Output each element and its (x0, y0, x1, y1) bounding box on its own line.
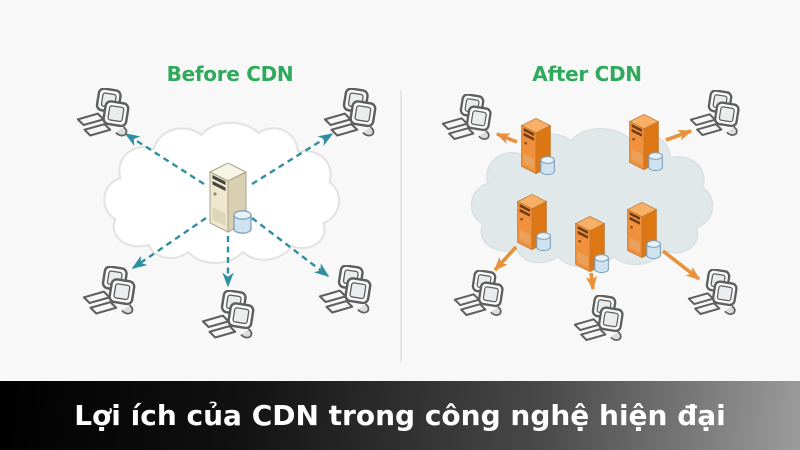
edge-server-icon-5 (627, 201, 661, 260)
client-workstation-icon-before-4 (201, 290, 256, 339)
before-cdn-panel (76, 88, 378, 339)
origin-server-icon (209, 162, 252, 234)
solid-arrow-top-right (665, 129, 693, 142)
after-cdn-panel (441, 90, 741, 342)
dashed-arrow-top-right (251, 132, 334, 186)
solid-arrow-top-left (495, 132, 518, 144)
edge-server-icon-3 (517, 193, 551, 252)
before-cdn-title: Before CDN (166, 62, 294, 86)
solid-arrow-bottom-left (493, 245, 518, 272)
solid-arrow-bottom-right (661, 249, 701, 281)
edge-server-icon-4 (575, 215, 609, 274)
client-workstation-icon-after-1 (441, 94, 493, 141)
dashed-arrow-top-left (124, 132, 205, 186)
client-workstation-icon-before-1 (76, 88, 131, 137)
client-workstation-icon-after-3 (453, 270, 505, 317)
delivery-arrows-after (493, 129, 701, 291)
caption-text: Lợi ích của CDN trong công nghệ hiện đại (74, 399, 726, 432)
request-arrows-before (124, 132, 334, 288)
caption-banner: Lợi ích của CDN trong công nghệ hiện đại (0, 381, 800, 450)
dashed-arrow-bottom-left (131, 217, 207, 269)
client-workstation-icon-after-2 (689, 90, 741, 137)
dashed-arrow-bottom-right (251, 217, 330, 277)
edge-server-icon-2 (629, 113, 663, 172)
client-workstation-icon-before-5 (318, 265, 373, 314)
edge-server-icon-1 (521, 117, 555, 176)
client-workstation-icon-before-3 (82, 266, 137, 315)
after-cdn-title: After CDN (532, 62, 642, 86)
client-workstation-icon-before-2 (323, 88, 378, 137)
client-workstation-icon-after-4 (573, 295, 625, 342)
solid-arrow-bottom-center (585, 272, 597, 291)
